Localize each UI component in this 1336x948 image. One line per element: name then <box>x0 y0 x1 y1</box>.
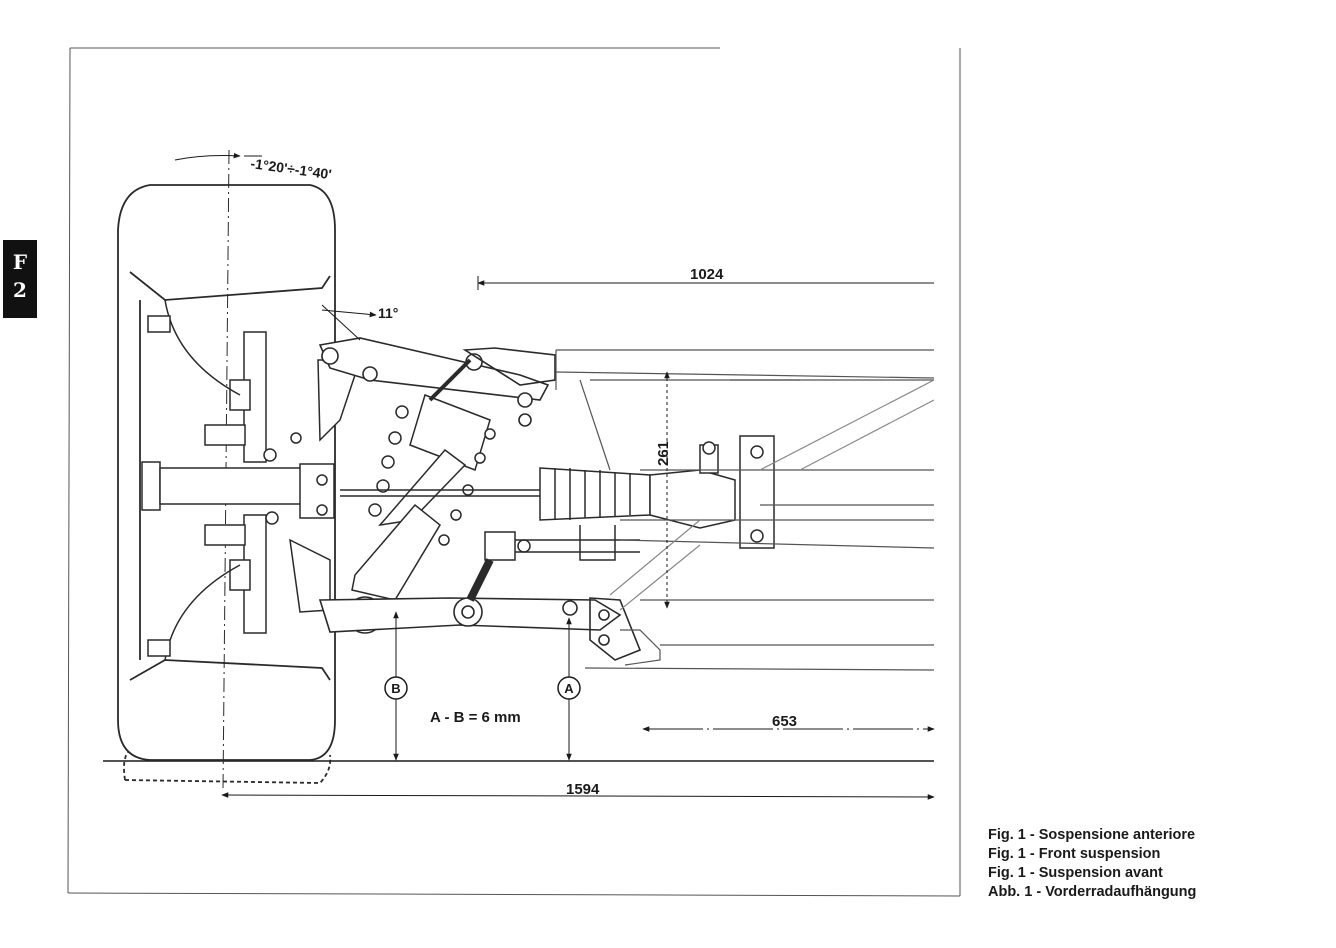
dim-camber-label: -1°20'÷-1°40' <box>250 155 333 182</box>
section-tab-letter: F <box>12 250 28 274</box>
caption-german: Abb. 1 - Vorderradaufhängung <box>988 884 1197 900</box>
dim-track-label: 1594 <box>566 781 600 798</box>
tyre <box>117 184 336 784</box>
dimension-lines <box>174 152 935 800</box>
caption-italian: Fig. 1 - Sospensione anteriore <box>988 827 1196 843</box>
dim-kingpin-label: 11° <box>378 305 398 321</box>
lower-wishbone <box>318 597 642 661</box>
dim-height-label: 261 <box>655 441 672 466</box>
upper-wishbone <box>318 337 556 427</box>
marker-b-label: B <box>391 681 400 696</box>
section-tab: F 2 <box>3 240 37 318</box>
caption-english: Fig. 1 - Front suspension <box>988 846 1161 862</box>
marker-a-label: A <box>564 681 574 696</box>
figure-caption: Fig. 1 - Sospensione anteriore Fig. 1 - … <box>988 826 1196 902</box>
dim-inner-span-label: 653 <box>772 713 797 730</box>
chassis-subframe <box>555 349 935 671</box>
upright <box>289 347 356 613</box>
anti-roll-bar-link <box>466 531 640 602</box>
marker-b-circle <box>384 676 408 700</box>
caption-french: Fig. 1 - Suspension avant <box>988 865 1163 881</box>
dim-difference-label: A - B = 6 mm <box>430 709 521 726</box>
dim-top-span-label: 1024 <box>690 266 724 283</box>
dim-camber-arc <box>174 152 241 161</box>
dim-track-line <box>221 792 935 800</box>
drawing-frame <box>67 47 961 897</box>
dim-kingpin-line <box>321 309 377 318</box>
section-tab-number: 2 <box>13 278 27 302</box>
marker-a-circle <box>557 676 581 700</box>
